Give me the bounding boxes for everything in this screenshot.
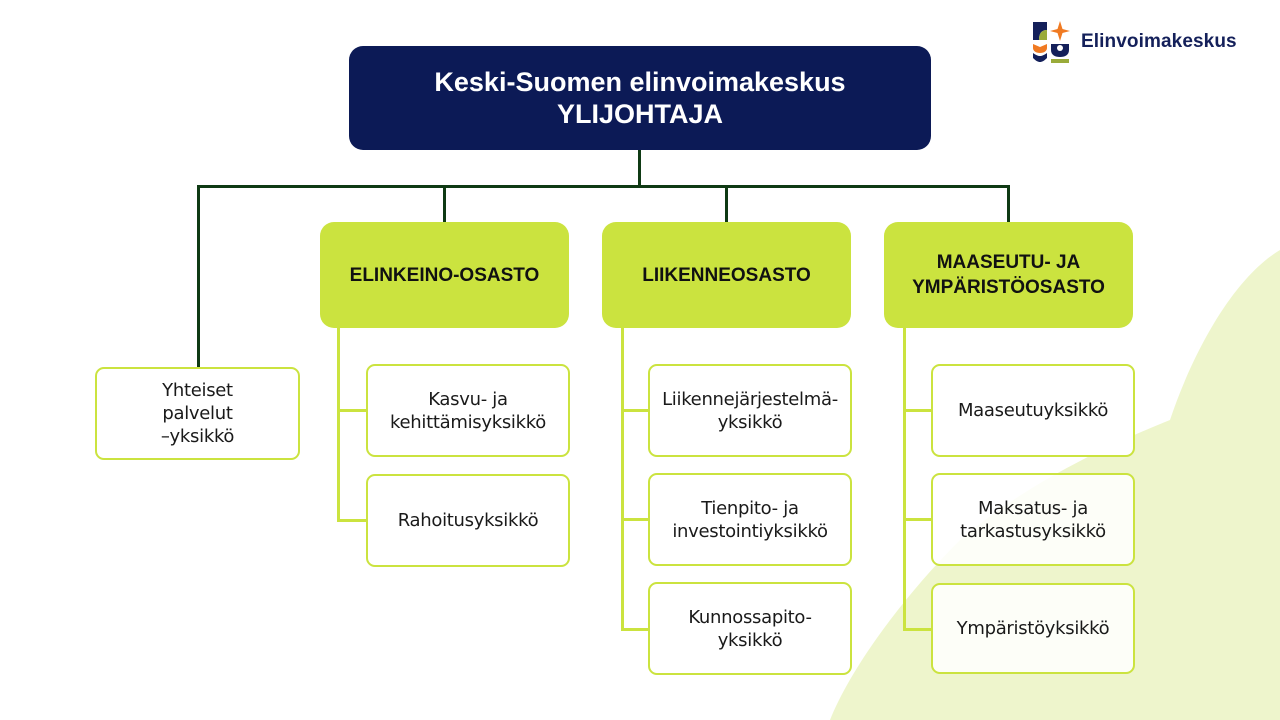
department-business: ELINKEINO-OSASTO xyxy=(320,222,569,328)
unit-label-line: investointiyksikkö xyxy=(672,520,828,542)
unit-label-line: –yksikkö xyxy=(160,426,235,447)
connector-dept1-unit2 xyxy=(337,519,368,522)
unit-label-line: Kasvu- ja xyxy=(428,388,508,410)
brand-name: Elinvoimakeskus xyxy=(1081,31,1237,52)
unit-label: Rahoitusyksikkö xyxy=(397,510,539,531)
connector-dept2-drop xyxy=(725,185,728,222)
unit-label-line: Tienpito- ja xyxy=(701,497,799,519)
unit-label: Ympäristöyksikkö xyxy=(956,618,1110,639)
unit-label: Maaseutuyksikkö xyxy=(957,400,1109,421)
unit-environment: Ympäristöyksikkö xyxy=(931,583,1135,674)
connector-standalone-drop xyxy=(197,185,200,368)
connector-dept2-spine xyxy=(621,328,624,630)
connector-top-vertical xyxy=(638,150,641,186)
connector-dept3-drop xyxy=(1007,185,1010,222)
connector-dept1-spine xyxy=(337,328,340,521)
connector-main-horizontal xyxy=(197,185,1010,188)
connector-dept1-unit1 xyxy=(337,409,368,412)
connector-dept3-unit1 xyxy=(903,409,933,412)
department-transport: LIIKENNEOSASTO xyxy=(602,222,851,328)
connector-dept2-unit1 xyxy=(621,409,650,412)
connector-dept2-unit2 xyxy=(621,518,650,521)
director-title: YLIJOHTAJA xyxy=(556,99,724,129)
unit-funding: Rahoitusyksikkö xyxy=(366,474,570,567)
unit-label-line: Yhteiset xyxy=(162,380,233,401)
department-rural-environment: MAASEUTU- JA YMPÄRISTÖOSASTO xyxy=(884,222,1133,328)
unit-maintenance: Kunnossapito- yksikkö xyxy=(648,582,852,675)
unit-growth-development: Kasvu- ja kehittämisyksikkö xyxy=(366,364,570,457)
unit-road-investment: Tienpito- ja investointiyksikkö xyxy=(648,473,852,566)
director-general-box: Keski-Suomen elinvoimakeskus YLIJOHTAJA xyxy=(349,46,931,150)
unit-label-line: yksikkö xyxy=(717,629,783,651)
organization-name: Keski-Suomen elinvoimakeskus xyxy=(434,67,846,97)
connector-dept1-drop xyxy=(443,185,446,222)
brand-logo: Elinvoimakeskus xyxy=(1031,20,1237,64)
unit-payment-inspection: Maksatus- ja tarkastusyksikkö xyxy=(931,473,1135,566)
unit-label-line: kehittämisyksikkö xyxy=(390,411,546,433)
department-label-line: YMPÄRISTÖOSASTO xyxy=(912,277,1105,298)
connector-dept3-spine xyxy=(903,328,906,630)
connector-dept3-unit2 xyxy=(903,518,933,521)
connector-dept2-unit3 xyxy=(621,628,650,631)
unit-label-line: Liikennejärjestelmä- xyxy=(662,388,838,410)
unit-label-line: yksikkö xyxy=(717,411,783,433)
department-label: ELINKEINO-OSASTO xyxy=(349,264,540,286)
unit-label-line: Maksatus- ja xyxy=(978,497,1088,519)
unit-transport-system: Liikennejärjestelmä- yksikkö xyxy=(648,364,852,457)
department-label-line: MAASEUTU- JA xyxy=(936,252,1081,273)
unit-label-line: tarkastusyksikkö xyxy=(960,520,1106,542)
department-label: LIIKENNEOSASTO xyxy=(642,264,811,286)
unit-label-line: Kunnossapito- xyxy=(688,606,812,628)
unit-rural: Maaseutuyksikkö xyxy=(931,364,1135,457)
elinvoimakeskus-logo-icon xyxy=(1033,21,1070,63)
unit-shared-services: Yhteiset palvelut –yksikkö xyxy=(95,367,300,460)
connector-dept3-unit3 xyxy=(903,628,933,631)
unit-label-line: palvelut xyxy=(162,403,233,424)
